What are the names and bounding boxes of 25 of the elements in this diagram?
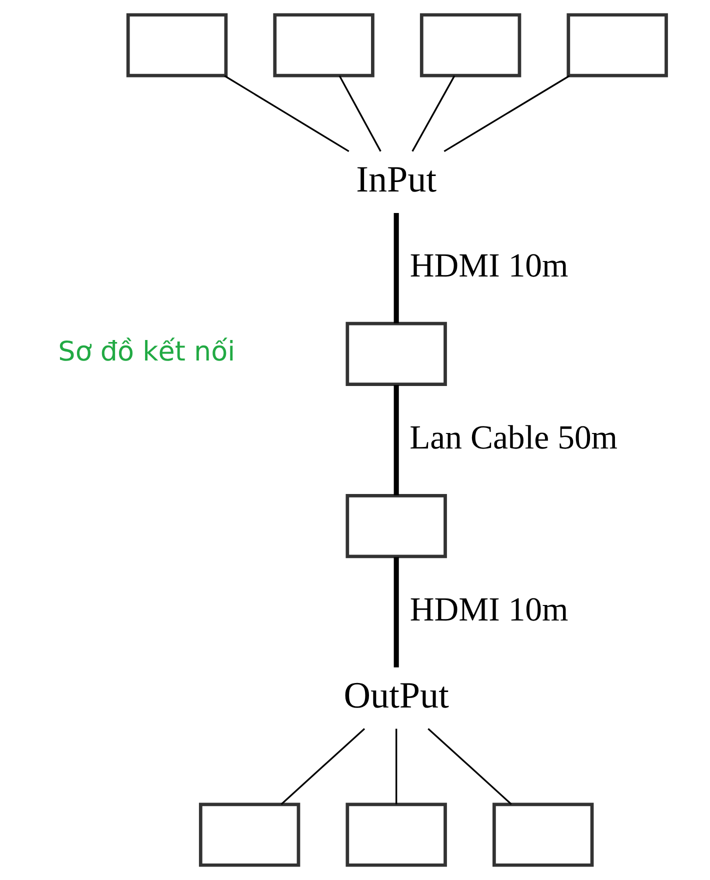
node-box [566,13,668,78]
node-box [273,13,374,78]
node-text: InPut [356,159,437,200]
node-box [346,322,447,386]
node-box [126,13,228,78]
label: Sơ đồ kết nối [58,336,236,368]
node-box [492,802,594,867]
node-box [346,802,447,867]
connector [280,728,366,805]
edge-label: HDMI 10m [410,592,568,629]
connector [412,75,456,152]
connector [338,75,382,152]
node-box [198,802,300,867]
edge-label: Lan Cable 50m [410,419,618,456]
connector [394,212,399,324]
node-box [420,13,522,78]
node-text: OutPut [344,676,449,717]
connector [394,385,399,496]
node-box [346,494,447,558]
connector [394,557,399,668]
connector [395,728,398,804]
connector [428,728,512,805]
connector [224,75,350,152]
connector [444,75,570,152]
edge-label: HDMI 10m [410,247,568,284]
